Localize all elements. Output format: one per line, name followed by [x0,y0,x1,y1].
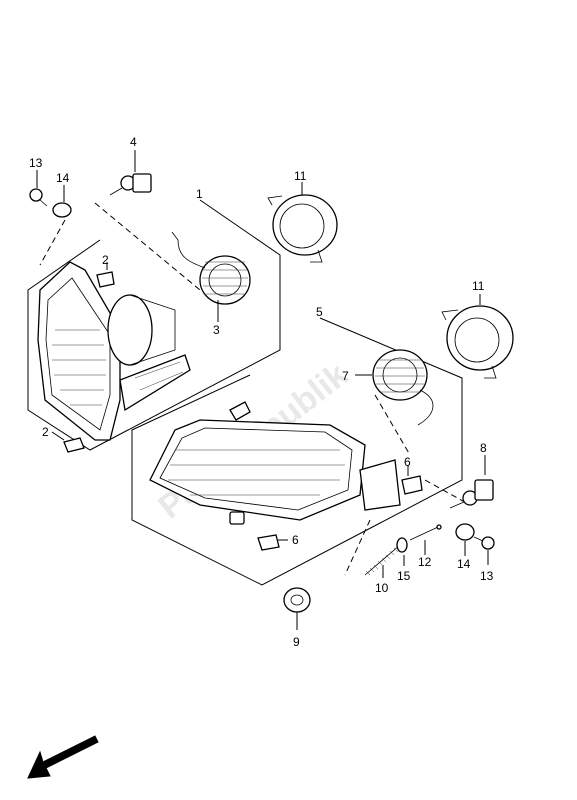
lower-headlamp-housing [149,401,401,525]
lower-retaining-ring [441,294,514,379]
callout-13-upper: 13 [29,156,43,170]
upper-bulb-socket [171,231,251,322]
callout-14-lower: 14 [457,557,471,571]
callout-7: 7 [342,369,349,383]
callout-2-upper: 2 [102,253,109,267]
callout-6-upper: 6 [404,455,411,469]
lower-bulb [449,455,494,509]
callout-15: 15 [397,569,411,583]
callout-13-lower: 13 [480,569,494,583]
callout-11-upper: 11 [294,169,307,183]
callout-14-upper: 14 [56,171,70,185]
upper-screw-grommet [29,170,72,266]
lower-clips [257,466,423,551]
upper-retaining-ring [267,182,338,263]
callout-8: 8 [480,441,487,455]
lower-bulb-socket [355,349,434,426]
front-direction-arrow-icon [27,735,99,779]
upper-headlamp-housing [37,261,191,441]
upper-assembly-frame [27,199,281,451]
callout-2-lower: 2 [42,425,49,439]
callout-labels: 1 2 2 3 4 5 6 6 7 8 9 10 11 11 12 13 13 … [29,135,494,649]
callout-12: 12 [418,555,432,569]
callout-3: 3 [213,323,220,337]
upper-bulb [109,150,152,196]
adjuster-hardware [364,524,442,578]
callout-4: 4 [130,135,137,149]
callout-11-lower: 11 [472,279,485,293]
callout-10: 10 [375,581,389,595]
callout-1: 1 [196,187,203,201]
lower-assembly-frame [131,317,471,586]
callout-9: 9 [293,635,300,649]
rubber-grommet [283,587,311,630]
upper-clips [51,262,115,453]
callout-6-lower: 6 [292,533,299,547]
callout-5: 5 [316,305,323,319]
lower-screw-grommet [455,523,495,565]
